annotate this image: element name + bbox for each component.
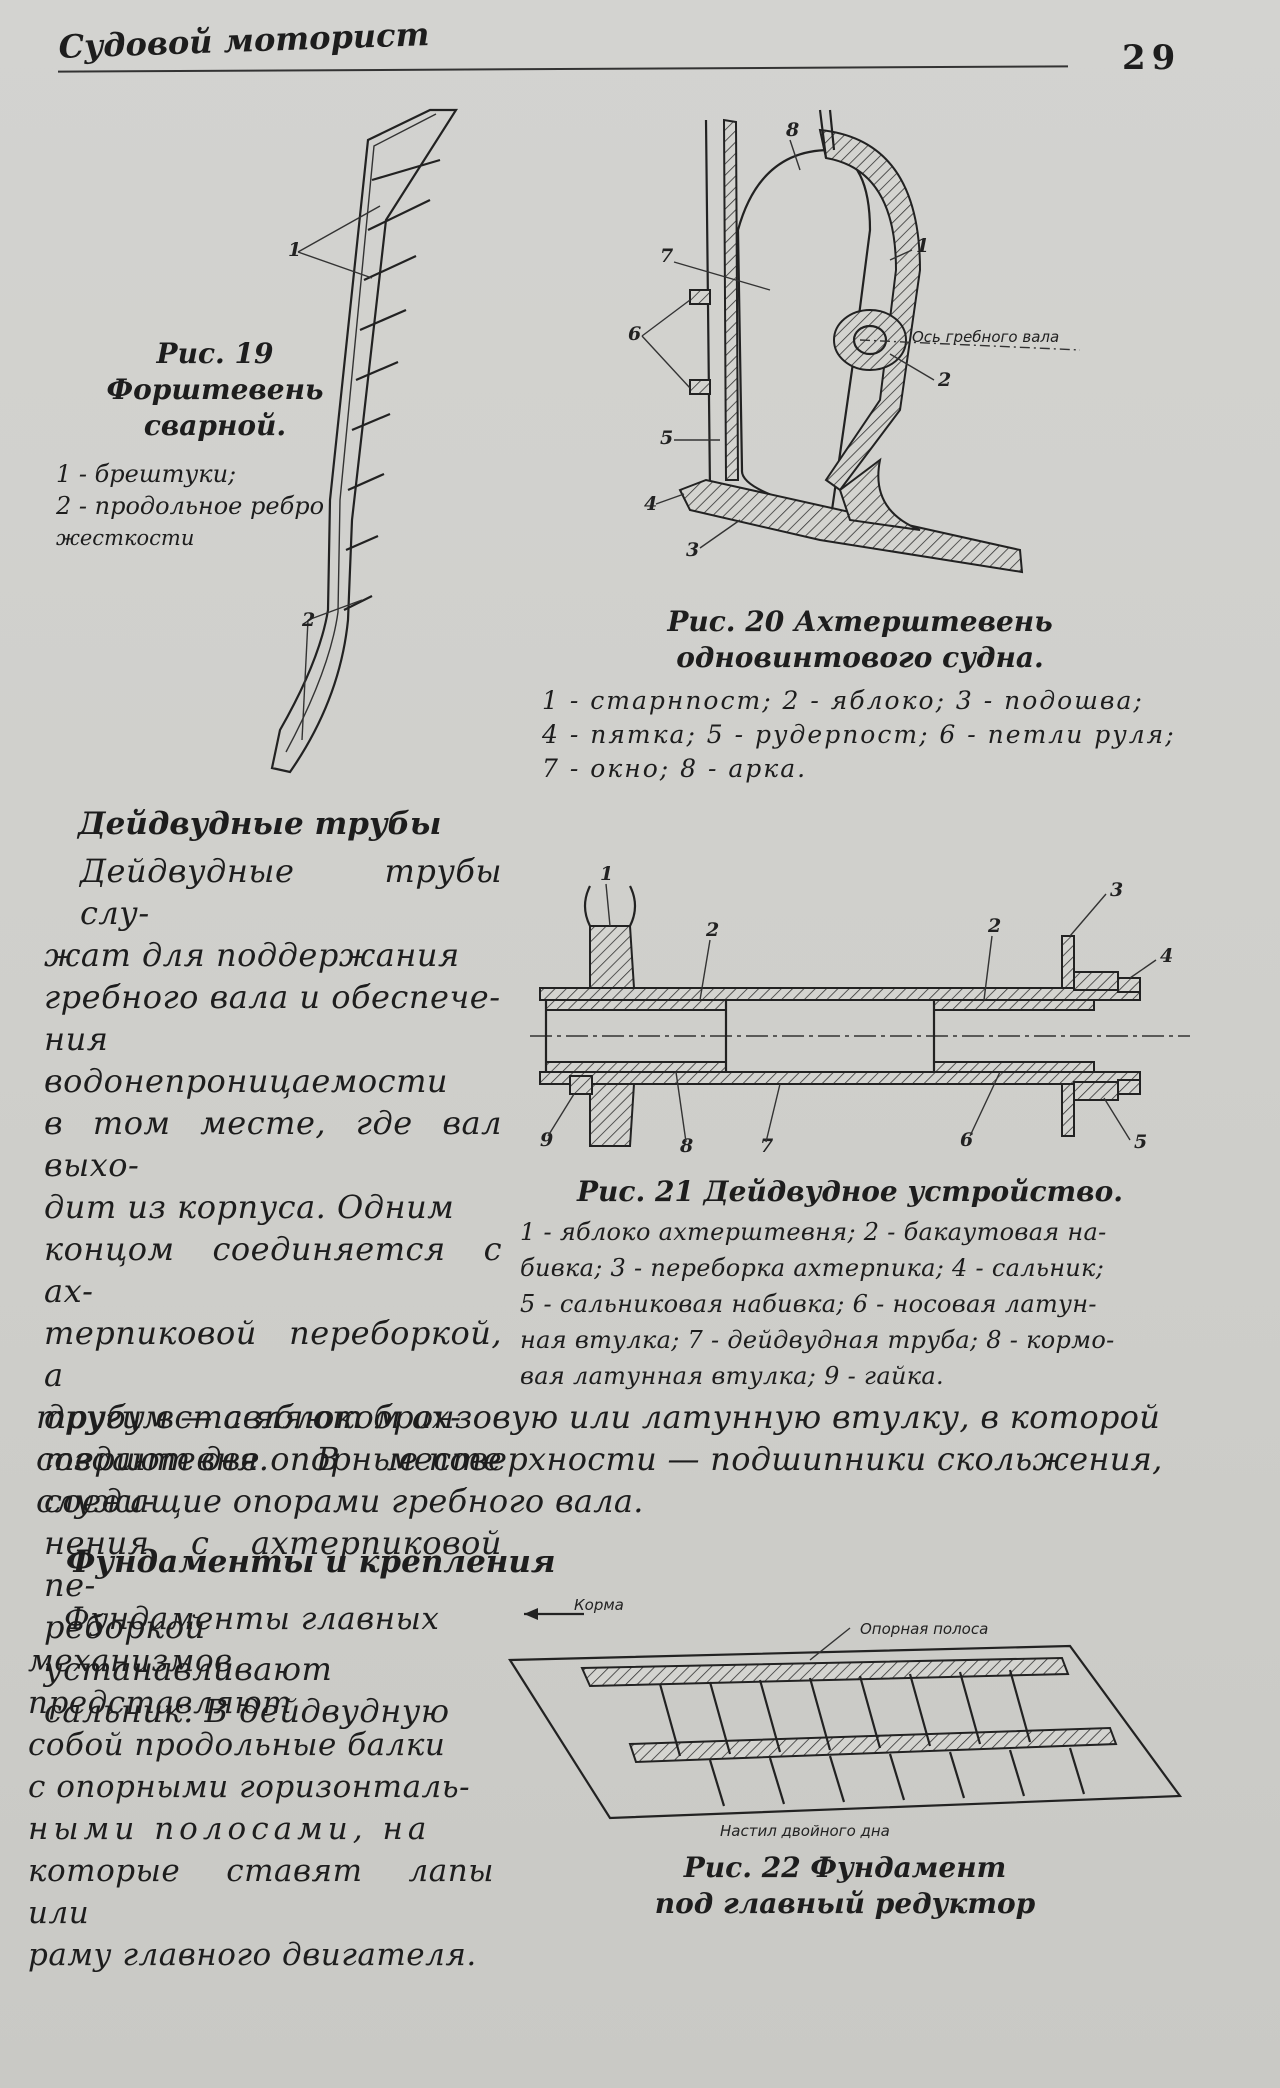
fig22-double-bottom-label: Настил двойного дна (720, 1822, 890, 1840)
section-heading-stern-tubes: Дейдвудные трубы (78, 806, 442, 842)
section2-column-text: Фундаменты главных механизмов представля… (28, 1598, 494, 1976)
section1-line: гребного вала и обеспече- (44, 978, 501, 1016)
running-title: Судовой моторист (58, 15, 431, 66)
figure-19-title: Рис. 19 Форштевень сварной. (100, 336, 330, 444)
section1-full-line: служащие опорами гребного вала. (36, 1482, 644, 1520)
section1-full-width-text: трубу вставляют бронзовую или латунную в… (36, 1396, 1206, 1522)
section1-line: терпиковой переборкой, а (44, 1314, 502, 1394)
fig21-legend-line: ная втулка; 7 - дейдвудная труба; 8 - ко… (520, 1326, 1115, 1354)
fig21-callout-2-fwd: 2 (987, 915, 1001, 937)
page-number: 29 (1122, 38, 1182, 78)
header-rule (58, 65, 1068, 73)
section1-line: реборкой устанавливают (44, 1608, 333, 1688)
figure-19-title-line2: Форштевень (106, 373, 324, 406)
fig20-callout-7: 7 (660, 245, 673, 267)
fig19-legend-line: жесткости (56, 526, 195, 550)
section2-line: ными полосами, на (28, 1811, 432, 1847)
section2-line: с опорными горизонталь- (28, 1769, 471, 1805)
figure-22-drawing: Корма Опорная полоса Настил двойного дна (508, 1596, 1183, 1840)
figure-20-title-line1: Рис. 20 Ахтерштевень (667, 605, 1053, 638)
fig22-bracket-lines (658, 1669, 1086, 1807)
section1-full-line: трубу вставляют бронзовую или латунную в… (36, 1398, 1161, 1436)
fig20-shaft-axis-label: Ось гребного вала (912, 328, 1059, 346)
fig21-callout-3: 3 (1110, 879, 1123, 901)
section1-line: другим — с яблоком ах- (44, 1398, 462, 1436)
figure-21-drawing: 1 2 2 3 4 5 6 7 8 9 (530, 863, 1190, 1157)
fig21-callout-2-aft: 2 (705, 919, 719, 941)
section2-line: которые ставят лапы или (28, 1853, 494, 1931)
fig20-legend-line: 7 - окно; 8 - арка. (542, 754, 808, 783)
fig21-callout-7: 7 (760, 1135, 773, 1157)
fig20-callout-1: 1 (916, 235, 929, 257)
section1-line: сальник. В дейдвудную (44, 1692, 450, 1730)
figure-19-legend: 1 - брештуки; 2 - продольное ребро жестк… (56, 458, 376, 554)
section2-line: собой продольные балки (28, 1727, 446, 1763)
fig21-legend-line: 5 - сальниковая набивка; 6 - носовая лат… (520, 1290, 1097, 1318)
fig20-callout-5: 5 (660, 427, 673, 449)
section1-full-line: создают две опорные поверхности — подшип… (36, 1440, 1163, 1478)
figure-20-drawing: Ось гребного вала 8 1 7 6 2 5 4 3 (628, 109, 1081, 574)
section2-line: механизмов представляют (28, 1643, 293, 1721)
figure-19-title-line3: сварной. (143, 409, 287, 442)
section1-line: ния водонепроницаемости (44, 1020, 449, 1100)
section1-line: Дейдвудные трубы слу- (80, 852, 502, 932)
breasthook-lines (343, 158, 441, 611)
section1-line: дит из корпуса. Одним (44, 1188, 455, 1226)
section-heading-foundations: Фундаменты и крепления (66, 1544, 556, 1580)
fig21-legend-line: вая латунная втулка; 9 - гайка. (520, 1362, 944, 1390)
fig22-stern-label: Корма (574, 1596, 624, 1614)
figure-22-title-line2: под главный редуктор (654, 1887, 1036, 1920)
fig20-callout-2: 2 (937, 369, 951, 391)
figure-20-legend: 1 - старнпост; 2 - яблоко; 3 - подошва; … (542, 684, 1202, 786)
fig21-callout-8: 8 (679, 1135, 693, 1157)
fig22-bearing-strip-label: Опорная полоса (860, 1620, 988, 1638)
fig20-legend-line: 1 - старнпост; 2 - яблоко; 3 - подошва; (542, 686, 1144, 715)
section1-line: жат для поддержания (44, 936, 460, 974)
fig21-callout-6: 6 (960, 1129, 973, 1151)
fig20-callout-4: 4 (644, 493, 657, 515)
figure-19-title-line1: Рис. 19 (156, 337, 274, 370)
section1-line: терштевня. В месте соеди- (44, 1440, 502, 1520)
fig20-callout-8: 8 (785, 119, 799, 141)
section1-column-text: Дейдвудные трубы слу- жат для поддержани… (44, 850, 502, 1732)
figure-22-title-line1: Рис. 22 Фундамент (683, 1851, 1007, 1884)
fig21-callout-1: 1 (600, 863, 613, 885)
fig19-legend-line: 2 - продольное ребро (56, 492, 325, 520)
section1-line: концом соединяется с ах- (44, 1230, 502, 1310)
section2-line: Фундаменты главных (64, 1601, 440, 1637)
fig20-callout-6: 6 (628, 323, 641, 345)
figure-19-drawing: 1 2 (270, 108, 459, 774)
figure-21-legend: 1 - яблоко ахтерштевня; 2 - бакаутовая н… (520, 1214, 1210, 1394)
fig21-legend-line: 1 - яблоко ахтерштевня; 2 - бакаутовая н… (520, 1218, 1107, 1246)
fig21-callout-4: 4 (1160, 945, 1173, 967)
fig21-legend-line: бивка; 3 - переборка ахтерпика; 4 - саль… (520, 1254, 1105, 1282)
fig20-legend-line: 4 - пятка; 5 - рудерпост; 6 - петли руля… (542, 720, 1176, 749)
fig19-callout-2: 2 (301, 609, 315, 631)
figure-20-title: Рис. 20 Ахтерштевень одновинтового судна… (640, 604, 1080, 676)
fig21-callout-5: 5 (1134, 1131, 1147, 1153)
figure-20-title-line2: одновинтового судна. (676, 641, 1044, 674)
figure-22-title: Рис. 22 Фундамент под главный редуктор (620, 1850, 1070, 1922)
section1-line: в том месте, где вал выхо- (44, 1104, 502, 1184)
fig21-callout-9: 9 (540, 1129, 553, 1151)
section1-line: нения с ахтерпиковой пе- (44, 1524, 502, 1604)
fig20-callout-3: 3 (686, 539, 699, 561)
figure-21-title: Рис. 21 Дейдвудное устройство. (577, 1175, 1123, 1208)
fig19-callout-1: 1 (288, 239, 301, 261)
fig19-legend-line: 1 - брештуки; (56, 460, 237, 488)
section2-line: раму главного двигателя. (28, 1937, 477, 1973)
